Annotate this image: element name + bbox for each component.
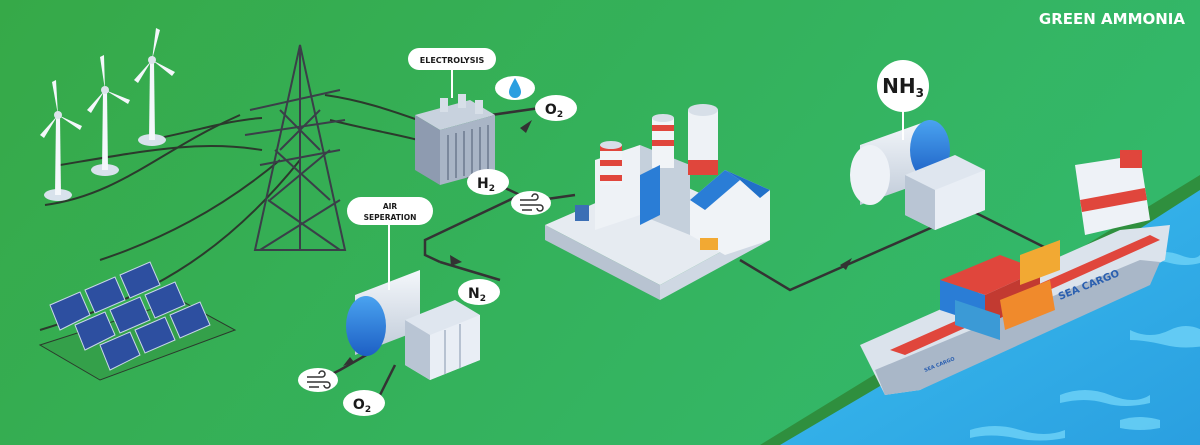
h2-label: H2 [467, 169, 509, 195]
page-title: GREEN AMMONIA [1039, 10, 1185, 28]
h2-text: H [477, 176, 489, 192]
o2-output-label: O2 [535, 95, 577, 121]
electrolysis-text: ELECTROLYSIS [420, 56, 485, 65]
wind-turbines [40, 28, 175, 201]
wind-turbine-icon [87, 55, 130, 176]
h2-subscript: 2 [489, 184, 495, 194]
water-drop-icon [495, 76, 535, 100]
o2-bottom-text: O [353, 397, 365, 413]
wind-turbine-icon [40, 80, 82, 201]
electrolysis-unit [415, 94, 495, 185]
power-pylon-icon [244, 44, 347, 251]
nh3-text: NH [882, 74, 915, 98]
factory [545, 104, 770, 300]
air-separation-text-1: AIR [383, 202, 398, 211]
n2-text: N [468, 286, 480, 302]
nh3-subscript: 3 [916, 86, 924, 100]
wind-turbine-icon [134, 28, 175, 146]
svg-text:N2: N2 [468, 286, 486, 304]
o2-text: O [545, 102, 557, 118]
cargo-containers [940, 240, 1060, 340]
svg-text:NH3: NH3 [882, 74, 924, 100]
air-separation-label: AIR SEPERATION [347, 197, 433, 290]
ammonia-storage [850, 120, 985, 230]
nh3-label: NH3 [877, 60, 929, 140]
cargo-ship: SEA CARGO SEA CARGO [860, 150, 1170, 395]
o2-subscript: 2 [557, 110, 563, 120]
air-wind-icon [298, 368, 338, 392]
electrolysis-label: ELECTROLYSIS [408, 48, 496, 98]
n2-subscript: 2 [480, 294, 486, 304]
svg-text:H2: H2 [477, 176, 495, 194]
air-separation-unit [346, 270, 480, 380]
svg-text:O2: O2 [545, 102, 563, 120]
o2-bottom-label: O2 [343, 390, 385, 416]
svg-text:O2: O2 [353, 397, 371, 415]
o2-bottom-subscript: 2 [365, 405, 371, 415]
air-separation-text-2: SEPERATION [364, 213, 417, 222]
n2-label: N2 [458, 279, 500, 305]
solar-array [38, 261, 237, 381]
air-wind-icon [511, 191, 551, 215]
flow-arrows [343, 120, 852, 366]
solar-panel-icon [49, 261, 211, 371]
